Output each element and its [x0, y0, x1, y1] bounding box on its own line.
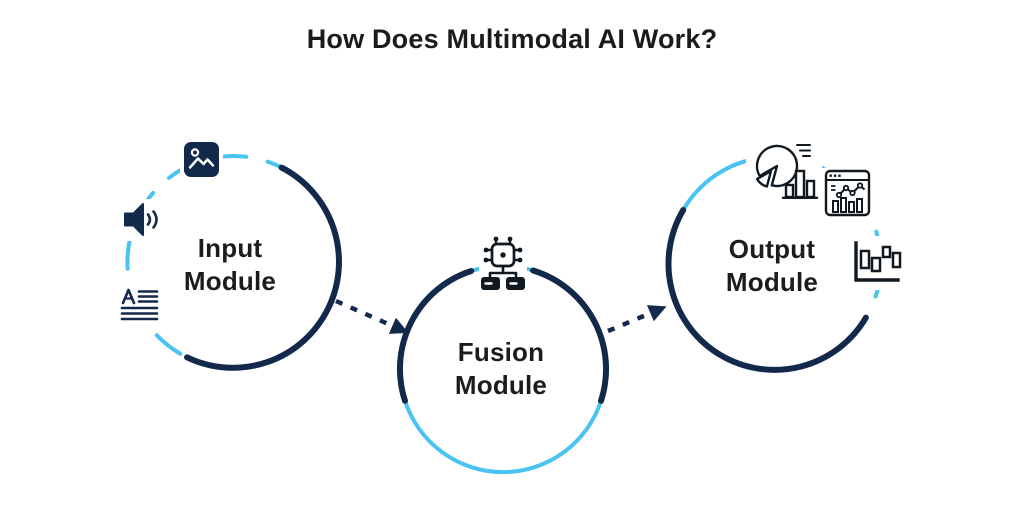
input-circle-navy-arc [184, 164, 342, 371]
fusion-module-label: Fusion Module [454, 337, 548, 400]
fusion-circle-blue-bottom-arc [403, 398, 603, 475]
neural-network-chip-icon [479, 233, 527, 293]
input-module-label: Input Module [183, 233, 277, 296]
text-document-icon [116, 283, 164, 327]
image-icon [180, 138, 223, 181]
fusion-circle-navy-right-arc [530, 267, 610, 404]
output-circle-navy-arc [665, 207, 869, 373]
arrow-fusion-to-output [607, 305, 667, 334]
pie-bar-chart-icon [746, 139, 822, 203]
candlestick-chart-icon [847, 236, 905, 290]
arrow-input-to-fusion [335, 298, 409, 334]
output-module-label: Output Module [725, 234, 819, 297]
audio-speaker-icon [119, 199, 165, 241]
diagram-title: How Does Multimodal AI Work? [306, 24, 718, 54]
fusion-circle-navy-left-arc [396, 268, 475, 404]
dashboard-line-chart-icon [822, 168, 873, 219]
